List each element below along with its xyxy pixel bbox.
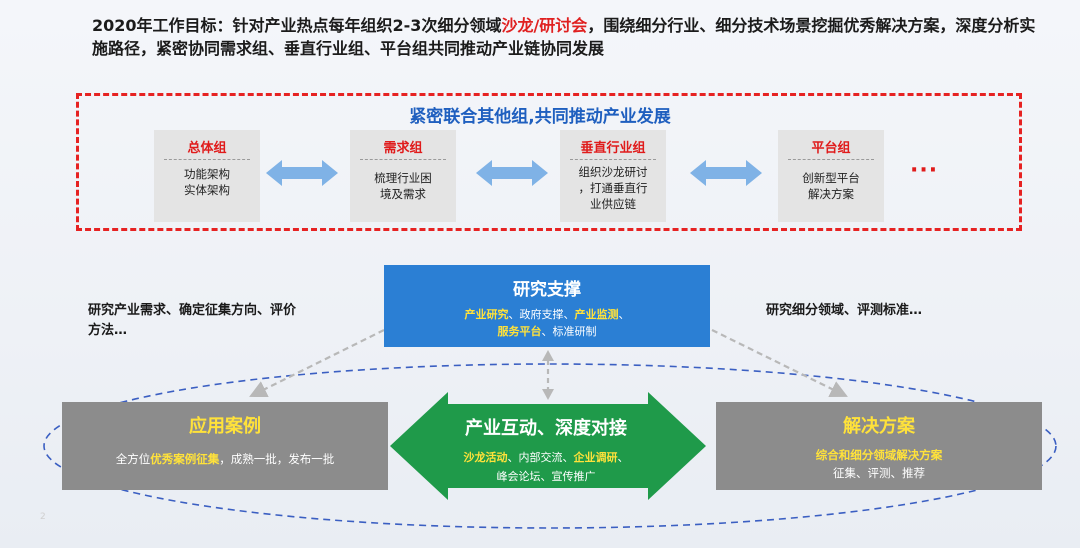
connector-to-application — [249, 329, 385, 397]
group-name: 需求组 — [360, 137, 446, 160]
application-highlight: 优秀案例征集 — [150, 452, 220, 466]
solution-highlight: 综合和细分领域解决方案 — [815, 448, 943, 462]
left-note-line: 方法… — [88, 323, 128, 338]
group-desc: 组织沙龙研讨 ，打通垂直行 业供应链 — [560, 164, 666, 212]
group-card-demand: 需求组 梳理行业困 境及需求 — [350, 130, 456, 222]
left-note-line: 研究产业需求、确定征集方向、评价 — [88, 303, 297, 318]
left-note: 研究产业需求、确定征集方向、评价 方法… — [88, 301, 368, 341]
group-desc: 梳理行业困 境及需求 — [350, 170, 456, 202]
research-sep: 、标准研制 — [541, 325, 597, 338]
research-support-box: 研究支撑 产业研究、政府支撑、产业监测、服务平台、标准研制 — [384, 265, 710, 347]
goal-highlight: 沙龙/研讨会 — [501, 16, 588, 35]
more-groups-ellipsis: ··· — [910, 158, 939, 183]
solution-title: 解决方案 — [843, 416, 915, 437]
group-desc-line: 梳理行业困 — [374, 171, 432, 185]
solution-body: 综合和细分领域解决方案 征集、评测、推荐 — [716, 446, 1042, 482]
connector-up-arrowhead — [542, 350, 554, 361]
group-desc: 创新型平台 解决方案 — [778, 170, 884, 202]
group-name: 平台组 — [788, 137, 874, 160]
center-text: 、内部交流、 — [507, 451, 574, 464]
center-green-arrow — [390, 392, 706, 500]
group-desc-line: 境及需求 — [380, 187, 426, 201]
solution-text: 征集、评测、推荐 — [833, 466, 925, 480]
page-number: 2 — [40, 512, 46, 522]
goal-statement: 2020年工作目标：针对产业热点每年组织2-3次细分领域沙龙/研讨会，围绕细分行… — [92, 14, 1042, 60]
right-note: 研究细分领域、评测标准… — [766, 303, 923, 318]
group-desc-line: ，打通垂直行 — [578, 181, 648, 195]
application-title: 应用案例 — [189, 416, 261, 437]
double-arrow-icon — [690, 160, 762, 186]
connector-down-arrowhead — [542, 389, 554, 400]
collaboration-frame — [76, 93, 1022, 231]
solutions-box: 解决方案 综合和细分领域解决方案 征集、评测、推荐 — [716, 402, 1042, 490]
collaboration-title: 紧密联合其他组,共同推动产业发展 — [409, 107, 671, 127]
group-desc: 功能架构 实体架构 — [154, 166, 260, 198]
center-highlight: 沙龙活动 — [463, 451, 508, 464]
research-sep: 、 — [618, 308, 630, 321]
application-body: 全方位优秀案例征集，成熟一批，发布一批 — [62, 450, 388, 469]
group-card-platform: 平台组 创新型平台 解决方案 — [778, 130, 884, 222]
goal-text-2: ，围绕细分行业、细分技术场景挖掘优秀解决方案，深度分析实施路径，紧密协同需求组、… — [92, 16, 1036, 58]
research-item: 产业研究 — [464, 308, 509, 321]
research-sep: 、政府支撑、 — [508, 308, 575, 321]
connector-to-solution — [711, 329, 848, 398]
group-name: 垂直行业组 — [570, 137, 656, 160]
group-name: 总体组 — [164, 137, 250, 160]
group-card-vertical: 垂直行业组 组织沙龙研讨 ，打通垂直行 业供应链 — [560, 130, 666, 222]
group-desc-line: 功能架构 — [184, 167, 230, 181]
center-text: 、 — [617, 451, 629, 464]
group-card-overall: 总体组 功能架构 实体架构 — [154, 130, 260, 222]
application-text: 全方位 — [115, 452, 151, 466]
double-arrow-icon — [476, 160, 548, 186]
research-title: 研究支撑 — [513, 280, 581, 300]
research-item: 产业监测 — [574, 308, 619, 321]
application-text: ，成熟一批，发布一批 — [219, 452, 335, 466]
research-item: 服务平台 — [497, 325, 542, 338]
group-desc-line: 组织沙龙研讨 — [578, 165, 648, 179]
group-desc-line: 业供应链 — [590, 197, 636, 211]
center-text: 峰会论坛、宣传推广 — [496, 470, 596, 483]
group-desc-line: 实体架构 — [184, 183, 230, 197]
center-title: 产业互动、深度对接 — [465, 418, 627, 439]
center-body: 沙龙活动、内部交流、企业调研、峰会论坛、宣传推广 — [388, 448, 704, 486]
dashed-ellipse — [43, 363, 1057, 529]
application-cases-box: 应用案例 全方位优秀案例征集，成熟一批，发布一批 — [62, 402, 388, 490]
goal-text-1: 2020年工作目标：针对产业热点每年组织2-3次细分领域 — [92, 16, 502, 35]
center-highlight: 企业调研 — [573, 451, 618, 464]
double-arrow-icon — [266, 160, 338, 186]
group-desc-line: 创新型平台 — [802, 171, 860, 185]
research-items: 产业研究、政府支撑、产业监测、服务平台、标准研制 — [384, 306, 710, 340]
group-desc-line: 解决方案 — [808, 187, 854, 201]
